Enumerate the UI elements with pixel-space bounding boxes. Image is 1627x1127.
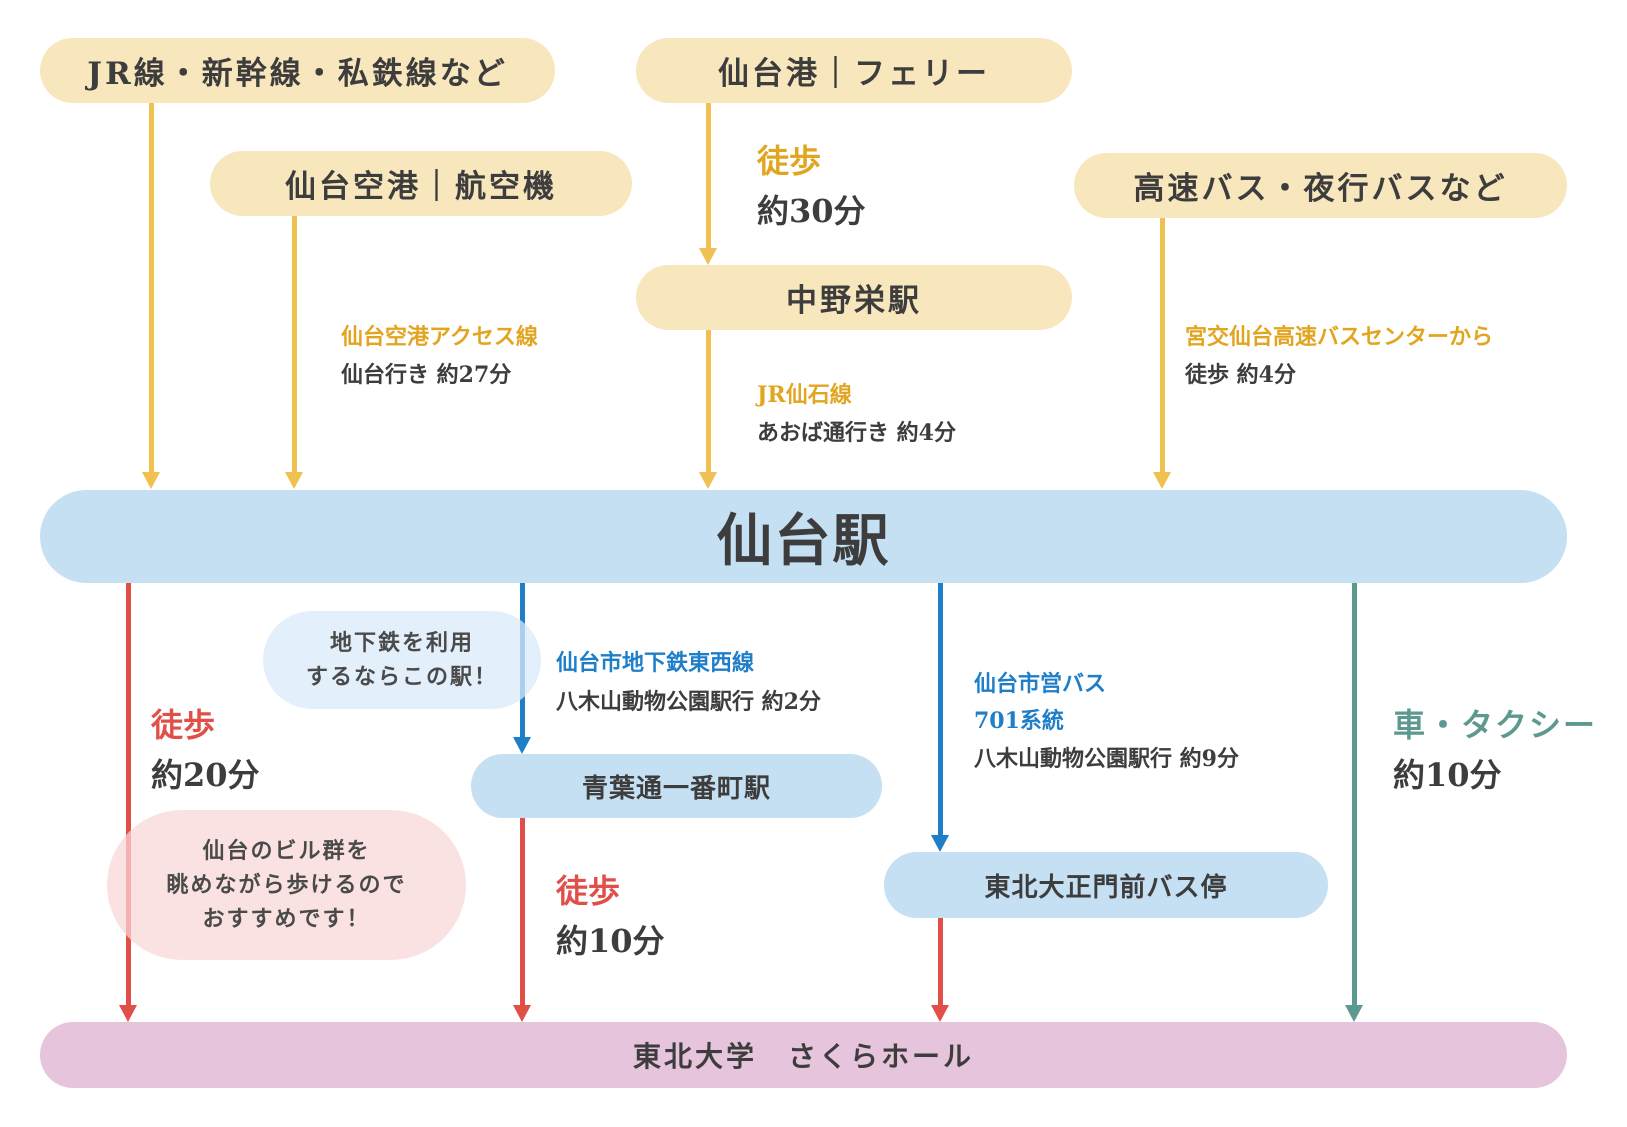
subway-tip-bubble: 地下鉄を利用 するならこの駅！	[263, 611, 541, 709]
walk-tip-line-1: 仙台のビル群を	[202, 837, 371, 864]
arrowhead-bus	[1153, 472, 1171, 489]
destination-label: 東北大学 さくらホール	[632, 1040, 974, 1073]
arrowhead-aobadori-walk	[513, 1005, 531, 1022]
route-sendai-walk	[126, 583, 131, 1008]
station-tohoku-gate-label: 東北大正門前バス停	[984, 872, 1228, 903]
walk-tip-line-2: 眺めながら歩けるので	[166, 871, 407, 898]
arrowhead-taxi	[1345, 1005, 1363, 1022]
origin-jr-lines: JR線・新幹線・私鉄線など	[40, 38, 555, 103]
city-bus-route: 701系統	[974, 708, 1064, 734]
subway-line-name: 仙台市地下鉄東西線	[556, 650, 755, 676]
sendai-walk-time: 約20分	[151, 756, 260, 794]
bus-center-name: 宮交仙台高速バスセンターから	[1185, 324, 1494, 350]
origin-highway-bus: 高速バス・夜行バスなど	[1074, 153, 1567, 218]
arrowhead-airport	[285, 472, 303, 489]
station-sendai-label: 仙台駅	[716, 508, 891, 574]
origin-highway-bus-label: 高速バス・夜行バスなど	[1133, 171, 1508, 207]
port-walk-time: 約30分	[757, 192, 866, 230]
taxi-mode: 車・タクシー	[1393, 706, 1598, 744]
arrowhead-nakanosakae	[699, 472, 717, 489]
arrow-port-to-nakanosakae	[706, 103, 711, 251]
taxi-time: 約10分	[1393, 756, 1502, 794]
walk-tip-bubble: 仙台のビル群を 眺めながら歩けるので おすすめです！	[107, 810, 466, 960]
station-nakanosakae: 中野栄駅	[636, 265, 1072, 330]
arrow-bus-to-sendai	[1160, 218, 1165, 475]
aobadori-walk-time: 約10分	[556, 922, 665, 960]
aobadori-walk-mode: 徒歩	[556, 872, 621, 910]
station-sendai: 仙台駅	[40, 490, 1567, 583]
route-city-bus	[938, 583, 943, 837]
airport-line-name: 仙台空港アクセス線	[341, 324, 538, 350]
subway-line-detail: 八木山動物公園駅行 約2分	[556, 689, 821, 715]
port-walk-mode: 徒歩	[757, 142, 822, 180]
station-nakanosakae-label: 中野栄駅	[786, 283, 922, 319]
destination-sakura-hall: 東北大学 さくらホール	[40, 1022, 1567, 1088]
sendai-walk-mode: 徒歩	[151, 706, 216, 744]
route-aobadori-walk	[520, 818, 525, 1008]
arrowhead-city-bus	[931, 835, 949, 852]
arrowhead-subway	[513, 737, 531, 754]
city-bus-name: 仙台市営バス	[974, 671, 1107, 697]
station-aobadori-label: 青葉通一番町駅	[581, 773, 771, 804]
arrowhead-jr	[142, 472, 160, 489]
city-bus-detail: 八木山動物公園駅行 約9分	[974, 746, 1239, 772]
origin-jr-label: JR線・新幹線・私鉄線など	[87, 56, 508, 92]
arrow-nakanosakae-to-sendai	[706, 330, 711, 475]
bus-center-detail: 徒歩 約4分	[1185, 362, 1296, 388]
senseki-line-detail: あおば通行き 約4分	[757, 420, 956, 446]
arrow-jr-to-sendai	[149, 103, 154, 475]
route-busstop-walk	[938, 918, 943, 1008]
subway-tip-line-1: 地下鉄を利用	[329, 629, 474, 656]
subway-tip-line-2: するならこの駅！	[305, 664, 498, 690]
arrowhead-busstop-walk	[931, 1005, 949, 1022]
walk-tip-line-3: おすすめです！	[202, 906, 371, 933]
origin-airport: 仙台空港｜航空機	[210, 151, 632, 216]
station-tohoku-gate-bus-stop: 東北大正門前バス停	[884, 852, 1328, 918]
origin-port: 仙台港｜フェリー	[636, 38, 1072, 103]
arrowhead-sendai-walk	[119, 1005, 137, 1022]
airport-line-detail: 仙台行き 約27分	[341, 362, 512, 388]
route-taxi	[1352, 583, 1357, 1008]
arrow-airport-to-sendai	[292, 216, 297, 475]
origin-port-label: 仙台港｜フェリー	[718, 56, 990, 92]
arrowhead-port	[699, 248, 717, 265]
senseki-line-name: JR仙石線	[757, 382, 852, 408]
station-aobadori: 青葉通一番町駅	[471, 754, 882, 818]
origin-airport-label: 仙台空港｜航空機	[285, 169, 557, 205]
